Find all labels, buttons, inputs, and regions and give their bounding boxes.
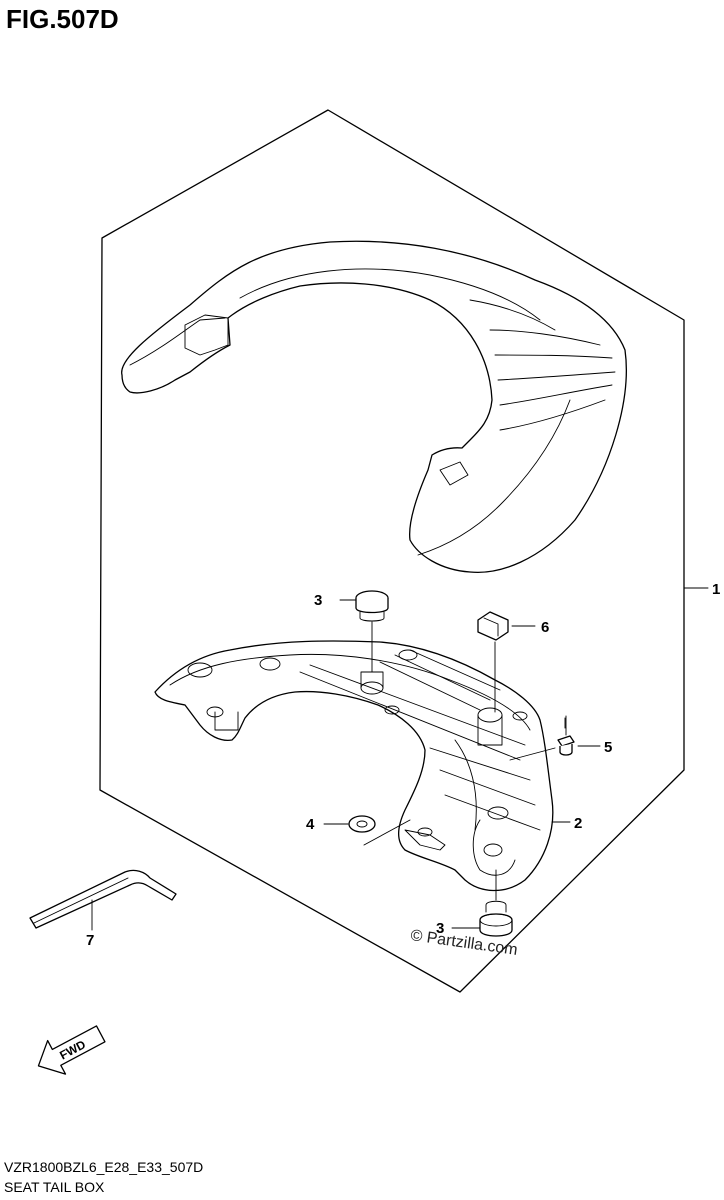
callout-3-top: 3	[314, 592, 322, 609]
callout-3-bottom: 3	[436, 920, 444, 937]
cushion-top	[355, 590, 389, 622]
leader-5-back	[509, 715, 567, 761]
callout-1: 1	[712, 581, 720, 598]
grommet	[348, 815, 376, 833]
leader-4-back	[363, 819, 411, 846]
callout-2: 2	[574, 815, 582, 832]
seat-tail-box-cover	[121, 240, 627, 574]
figure-title: FIG.507D	[6, 4, 119, 34]
figure-name: SEAT TAIL BOX	[4, 1179, 105, 1195]
cushion-bottom	[479, 900, 513, 937]
fwd-arrow-icon: FWD	[37, 1025, 106, 1075]
bolt	[557, 727, 575, 756]
callout-5: 5	[604, 739, 612, 756]
assembly-outline	[99, 109, 685, 993]
bracket-frame	[154, 640, 554, 892]
clip-nut	[477, 611, 509, 641]
callout-6: 6	[541, 619, 549, 636]
figure-code: VZR1800BZL6_E28_E33_507D	[4, 1159, 203, 1175]
callout-4: 4	[306, 816, 315, 833]
callout-7: 7	[86, 932, 94, 949]
hex-wrench	[29, 869, 177, 929]
